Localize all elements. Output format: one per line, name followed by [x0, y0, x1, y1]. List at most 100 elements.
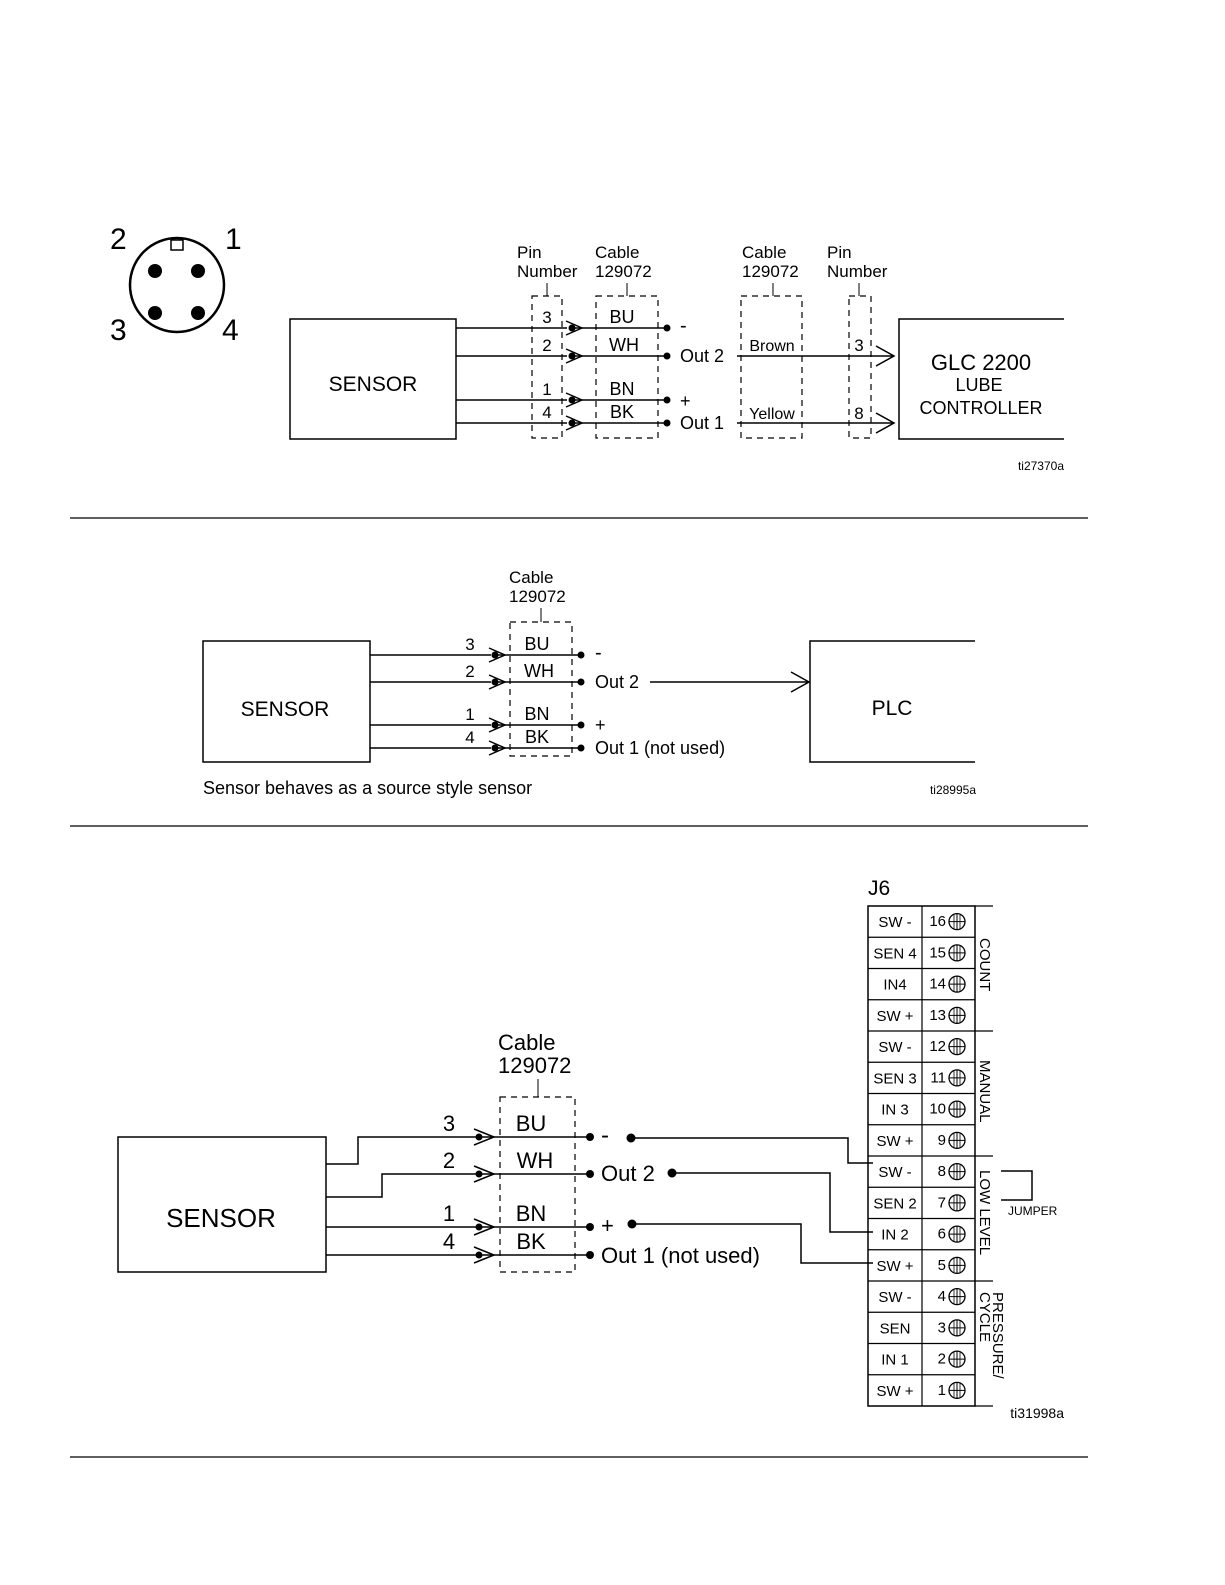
sensor-label: SENSOR	[241, 698, 330, 721]
wire-yellow-label: Yellow	[749, 406, 795, 423]
pin-number-label-right: Pin	[827, 243, 852, 262]
controller-pin: 8	[854, 404, 863, 423]
wire-color: BU	[516, 1111, 547, 1136]
terminal-label: IN 3	[881, 1102, 909, 1119]
terminal-screw-icon	[948, 1037, 966, 1056]
connector-pin-3-label: 3	[110, 314, 127, 347]
connector-pin-1-label: 1	[225, 223, 242, 256]
group-label-low-level: LOW LEVEL	[976, 1170, 993, 1255]
wire-color: BN	[524, 704, 549, 724]
figure-id: ti28995a	[930, 783, 976, 797]
output-plus: +	[595, 715, 606, 735]
terminal-screw-icon	[948, 1100, 966, 1118]
terminal-number: 11	[930, 1069, 946, 1086]
wire-color: BK	[525, 727, 549, 747]
wire-color: BN	[609, 379, 634, 399]
output-out1: Out 1 (not used)	[595, 738, 725, 758]
output-plus: +	[680, 391, 691, 411]
pin-number: 1	[443, 1201, 455, 1226]
pin-number-label-right-2: Number	[827, 262, 888, 281]
cable-number: 129072	[509, 587, 566, 606]
terminal-label: IN 2	[881, 1227, 909, 1244]
terminal-number: 4	[938, 1288, 946, 1305]
pin-number: 4	[542, 403, 551, 422]
terminal-number: 3	[938, 1319, 946, 1336]
terminal-number: 10	[929, 1101, 946, 1118]
plc-label: PLC	[872, 697, 913, 720]
terminal-label: SW -	[878, 914, 911, 931]
controller-pin: 3	[854, 336, 863, 355]
terminal-block-label: J6	[868, 877, 890, 900]
controller-line2: LUBE	[955, 375, 1002, 395]
terminal-screw-icon	[948, 1256, 966, 1275]
terminal-number: 13	[929, 1007, 946, 1024]
cable-label: Cable	[595, 243, 639, 262]
pin-number: 2	[542, 336, 551, 355]
output-plus: +	[601, 1213, 614, 1238]
terminal-label: SW +	[876, 1008, 913, 1025]
wire-color: WH	[609, 335, 639, 355]
sensor-box	[202, 640, 371, 763]
terminal-screw-icon	[948, 1194, 966, 1212]
sensor-label: SENSOR	[166, 1203, 276, 1233]
output-minus: -	[680, 315, 687, 337]
wire-color: BU	[609, 307, 634, 327]
cable-label: Cable	[498, 1030, 555, 1055]
terminal-screw-icon	[948, 1006, 966, 1025]
wire-color: BK	[610, 402, 634, 422]
group-label-cycle: CYCLE	[976, 1292, 993, 1342]
terminal-number: 16	[929, 913, 946, 930]
pin-number: 4	[465, 728, 474, 747]
pin-number: 3	[542, 308, 551, 327]
terminal-label: SW +	[876, 1383, 913, 1400]
wire-color: WH	[517, 1148, 554, 1173]
terminal-label: SEN 3	[873, 1070, 916, 1087]
terminal-number: 5	[938, 1257, 946, 1274]
terminal-screw-icon	[948, 975, 966, 993]
terminal-label: SW -	[878, 1289, 911, 1306]
wire-color: BU	[524, 634, 549, 654]
output-out2: Out 2	[680, 346, 724, 366]
cable-number-right: 129072	[742, 262, 799, 281]
pin-number: 1	[542, 380, 551, 399]
wire-color: WH	[524, 661, 554, 681]
output-out1: Out 1	[680, 413, 724, 433]
diagram-plc: SENSOR Cable 129072 3 2	[202, 568, 976, 798]
terminal-number: 7	[938, 1194, 946, 1211]
terminal-screw-icon	[948, 1069, 966, 1087]
cable-label-right: Cable	[742, 243, 786, 262]
diagram-j6-terminal: SENSOR Cable 129072	[117, 877, 1064, 1421]
pin-number: 4	[443, 1229, 455, 1254]
cable-number: 129072	[595, 262, 652, 281]
group-label-count: COUNT	[976, 938, 993, 991]
terminal-number: 12	[929, 1038, 946, 1055]
sensor-box	[289, 318, 457, 440]
terminal-screw-icon	[948, 1225, 966, 1243]
output-out2: Out 2	[601, 1161, 655, 1186]
terminal-number: 9	[938, 1132, 946, 1149]
caption: Sensor behaves as a source style sensor	[203, 778, 532, 798]
pin-number: 3	[465, 635, 474, 654]
terminal-label: SW -	[878, 1164, 911, 1181]
terminal-label: SW +	[876, 1133, 913, 1150]
cable-label: Cable	[509, 568, 553, 587]
pin-number-label-2: Number	[517, 262, 578, 281]
pin-number: 1	[465, 705, 474, 724]
terminal-number: 14	[929, 976, 946, 993]
group-label-pressure: PRESSURE/	[989, 1292, 1006, 1380]
terminal-label: SEN 4	[873, 945, 916, 962]
terminal-screw-icon	[948, 1162, 966, 1181]
terminal-number: 6	[938, 1226, 946, 1243]
group-label-manual: MANUAL	[976, 1060, 993, 1123]
terminal-number: 8	[938, 1163, 946, 1180]
output-minus: -	[601, 1122, 609, 1149]
terminal-number: 15	[929, 944, 946, 961]
terminal-label: IN 1	[881, 1352, 909, 1369]
cable-number: 129072	[498, 1053, 571, 1078]
terminal-screw-icon	[948, 1381, 966, 1400]
output-out2: Out 2	[595, 672, 639, 692]
figure-id: ti31998a	[1010, 1405, 1064, 1421]
